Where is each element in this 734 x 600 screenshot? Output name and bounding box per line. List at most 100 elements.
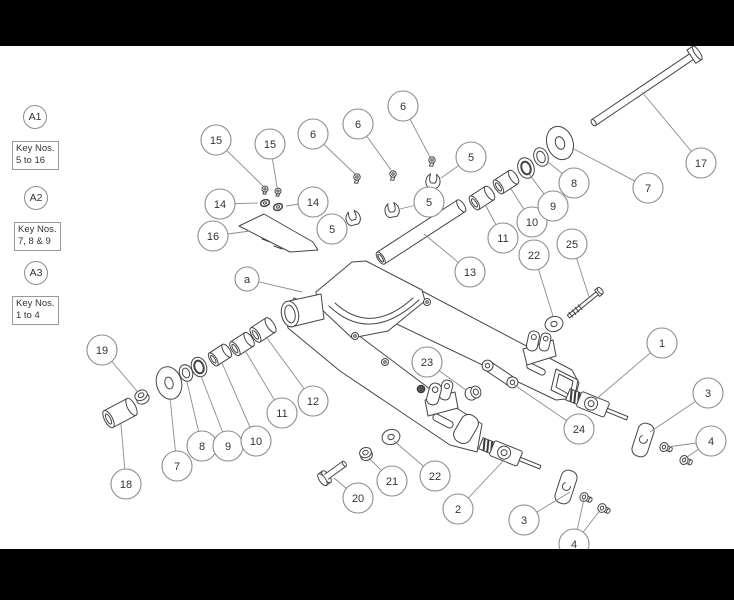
- callout-14-5[interactable]: 14: [204, 188, 236, 220]
- callout-number: 6: [355, 119, 361, 131]
- part-screw-6: [353, 173, 361, 184]
- callout-10-26[interactable]: 10: [240, 425, 272, 457]
- callout-15-0[interactable]: 15: [200, 124, 232, 156]
- callout-6-4[interactable]: 6: [387, 90, 419, 122]
- key-note-line: 5 to 16: [16, 155, 46, 167]
- callout-circle[interactable]: [316, 213, 348, 245]
- callout-22-19[interactable]: 22: [518, 239, 550, 271]
- callout-7-16[interactable]: 7: [632, 172, 664, 204]
- callout-circle[interactable]: [518, 239, 550, 271]
- callout-25-18[interactable]: 25: [556, 228, 588, 260]
- callout-circle[interactable]: [413, 186, 445, 218]
- callout-circle[interactable]: [297, 186, 329, 218]
- assembly-ref-a1[interactable]: A1: [23, 105, 47, 129]
- callout-15-1[interactable]: 15: [254, 128, 286, 160]
- callout-3-36[interactable]: 3: [692, 377, 724, 409]
- callout-10-13[interactable]: 10: [516, 206, 548, 238]
- callout-a-20[interactable]: a: [234, 266, 260, 292]
- callout-number: 10: [526, 217, 538, 229]
- callout-18-22[interactable]: 18: [110, 468, 142, 500]
- callout-circle[interactable]: [632, 172, 664, 204]
- callout-11-12[interactable]: 11: [487, 222, 519, 254]
- callout-23-29[interactable]: 23: [411, 346, 443, 378]
- callout-1-35[interactable]: 1: [646, 327, 678, 359]
- key-note-line: Key Nos.: [18, 224, 57, 235]
- part-nut-23: [464, 385, 482, 401]
- callout-circle[interactable]: [161, 450, 193, 482]
- callout-circle[interactable]: [563, 413, 595, 445]
- callout-circle[interactable]: [342, 482, 374, 514]
- callout-2-33[interactable]: 2: [442, 493, 474, 525]
- callout-circle[interactable]: [387, 90, 419, 122]
- callout-circle[interactable]: [86, 334, 118, 366]
- callout-circle[interactable]: [419, 460, 451, 492]
- callout-22-32[interactable]: 22: [419, 460, 451, 492]
- callout-9-25[interactable]: 9: [212, 430, 244, 462]
- callout-17-17[interactable]: 17: [685, 147, 717, 179]
- callout-21-31[interactable]: 21: [376, 465, 408, 497]
- callout-8-15[interactable]: 8: [558, 167, 590, 199]
- callout-circle[interactable]: [442, 493, 474, 525]
- callout-24-34[interactable]: 24: [563, 413, 595, 445]
- part-swingarm: [280, 260, 580, 453]
- callout-6-3[interactable]: 6: [342, 108, 374, 140]
- assembly-ref-a2[interactable]: A2: [24, 186, 48, 210]
- callout-6-2[interactable]: 6: [297, 118, 329, 150]
- callout-circle[interactable]: [692, 377, 724, 409]
- assembly-ref-a3[interactable]: A3: [24, 261, 48, 285]
- callout-circle[interactable]: [454, 256, 486, 288]
- part-bolt-20: [317, 460, 347, 487]
- part-washer-22-bottom: [381, 428, 401, 446]
- callout-number: 9: [225, 441, 231, 453]
- callout-19-21[interactable]: 19: [86, 334, 118, 366]
- callout-circle[interactable]: [234, 266, 260, 292]
- part-chain-adjuster-1: [565, 388, 629, 421]
- callout-number: 21: [386, 476, 398, 488]
- callout-5-10[interactable]: 5: [455, 141, 487, 173]
- callout-circle[interactable]: [254, 128, 286, 160]
- callout-11-27[interactable]: 11: [266, 397, 298, 429]
- callout-4-37[interactable]: 4: [695, 425, 727, 457]
- callout-circle[interactable]: [685, 147, 717, 179]
- callout-circle[interactable]: [558, 167, 590, 199]
- callout-circle[interactable]: [240, 425, 272, 457]
- callout-number: 24: [573, 424, 585, 436]
- callout-13-11[interactable]: 13: [454, 256, 486, 288]
- callout-circle[interactable]: [297, 385, 329, 417]
- callout-3-38[interactable]: 3: [508, 504, 540, 536]
- key-note-a1: Key Nos. 5 to 16: [12, 141, 59, 170]
- callout-circle[interactable]: [556, 228, 588, 260]
- callout-circle[interactable]: [455, 141, 487, 173]
- callout-circle[interactable]: [200, 124, 232, 156]
- callout-circle[interactable]: [516, 206, 548, 238]
- callout-circle[interactable]: [266, 397, 298, 429]
- callout-number: 17: [695, 158, 707, 170]
- callout-7-23[interactable]: 7: [161, 450, 193, 482]
- callout-circle[interactable]: [342, 108, 374, 140]
- callout-number: 16: [207, 231, 219, 243]
- callout-circle[interactable]: [537, 190, 569, 222]
- callout-9-14[interactable]: 9: [537, 190, 569, 222]
- callout-circle[interactable]: [487, 222, 519, 254]
- part-washer-8-left: [178, 364, 194, 382]
- callout-14-6[interactable]: 14: [297, 186, 329, 218]
- part-clip-5: [384, 202, 400, 219]
- key-note-a2: Key Nos. 7, 8 & 9: [14, 222, 61, 251]
- part-screw-6: [428, 156, 436, 167]
- callout-circle[interactable]: [376, 465, 408, 497]
- callout-circle[interactable]: [508, 504, 540, 536]
- callout-5-9[interactable]: 5: [413, 186, 445, 218]
- callout-16-7[interactable]: 16: [197, 220, 229, 252]
- callout-12-28[interactable]: 12: [297, 385, 329, 417]
- callout-circle[interactable]: [197, 220, 229, 252]
- callout-circle[interactable]: [695, 425, 727, 457]
- callout-20-30[interactable]: 20: [342, 482, 374, 514]
- callout-circle[interactable]: [411, 346, 443, 378]
- callout-5-8[interactable]: 5: [316, 213, 348, 245]
- part-spacer-18: [102, 397, 138, 429]
- callout-circle[interactable]: [297, 118, 329, 150]
- callout-circle[interactable]: [204, 188, 236, 220]
- callout-circle[interactable]: [110, 468, 142, 500]
- callout-number: 8: [199, 441, 205, 453]
- callout-circle[interactable]: [646, 327, 678, 359]
